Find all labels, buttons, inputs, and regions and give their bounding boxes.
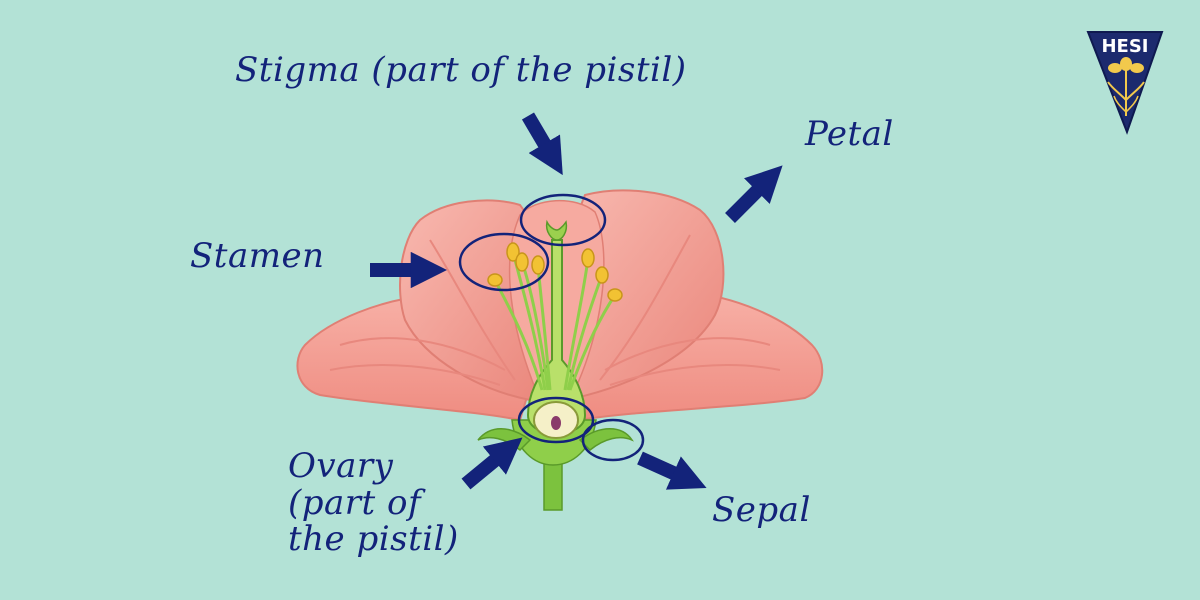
anther: [531, 255, 545, 275]
sepal-right: [578, 428, 635, 452]
ovary-circle: [517, 396, 595, 444]
label-ovary-line-2: (part of: [288, 482, 422, 523]
anther: [581, 248, 595, 268]
anther: [506, 242, 520, 262]
anther: [515, 252, 529, 272]
anther: [607, 288, 623, 302]
sepal-circle: [581, 418, 645, 462]
logo-flower-icon: [1107, 57, 1145, 116]
anther: [487, 273, 503, 287]
stigma-circle: [519, 193, 607, 247]
logo-text: HESI: [1101, 36, 1148, 57]
arrow-sepal: [637, 451, 707, 490]
stamen-circle: [458, 232, 550, 292]
arrow-stigma: [521, 112, 563, 176]
arrows: [370, 112, 783, 490]
label-stigma: Stigma (part of the pistil): [235, 50, 687, 90]
label-ovary-line-1: Ovary: [288, 446, 394, 486]
stigma: [545, 219, 568, 241]
arrow-ovary: [461, 437, 523, 490]
arrow-petal: [725, 165, 783, 223]
label-sepal: Sepal: [712, 490, 811, 530]
label-ovary-line-3: the pistil): [288, 519, 459, 560]
anther: [595, 266, 609, 284]
stamens: [487, 242, 623, 391]
label-ovary: Ovary (part of the pistil): [288, 448, 459, 558]
label-petal: Petal: [805, 114, 894, 154]
annotation-circles: [458, 193, 645, 462]
ovule: [551, 416, 561, 430]
label-stamen: Stamen: [190, 236, 325, 276]
hesi-logo: HESI: [1086, 31, 1164, 135]
